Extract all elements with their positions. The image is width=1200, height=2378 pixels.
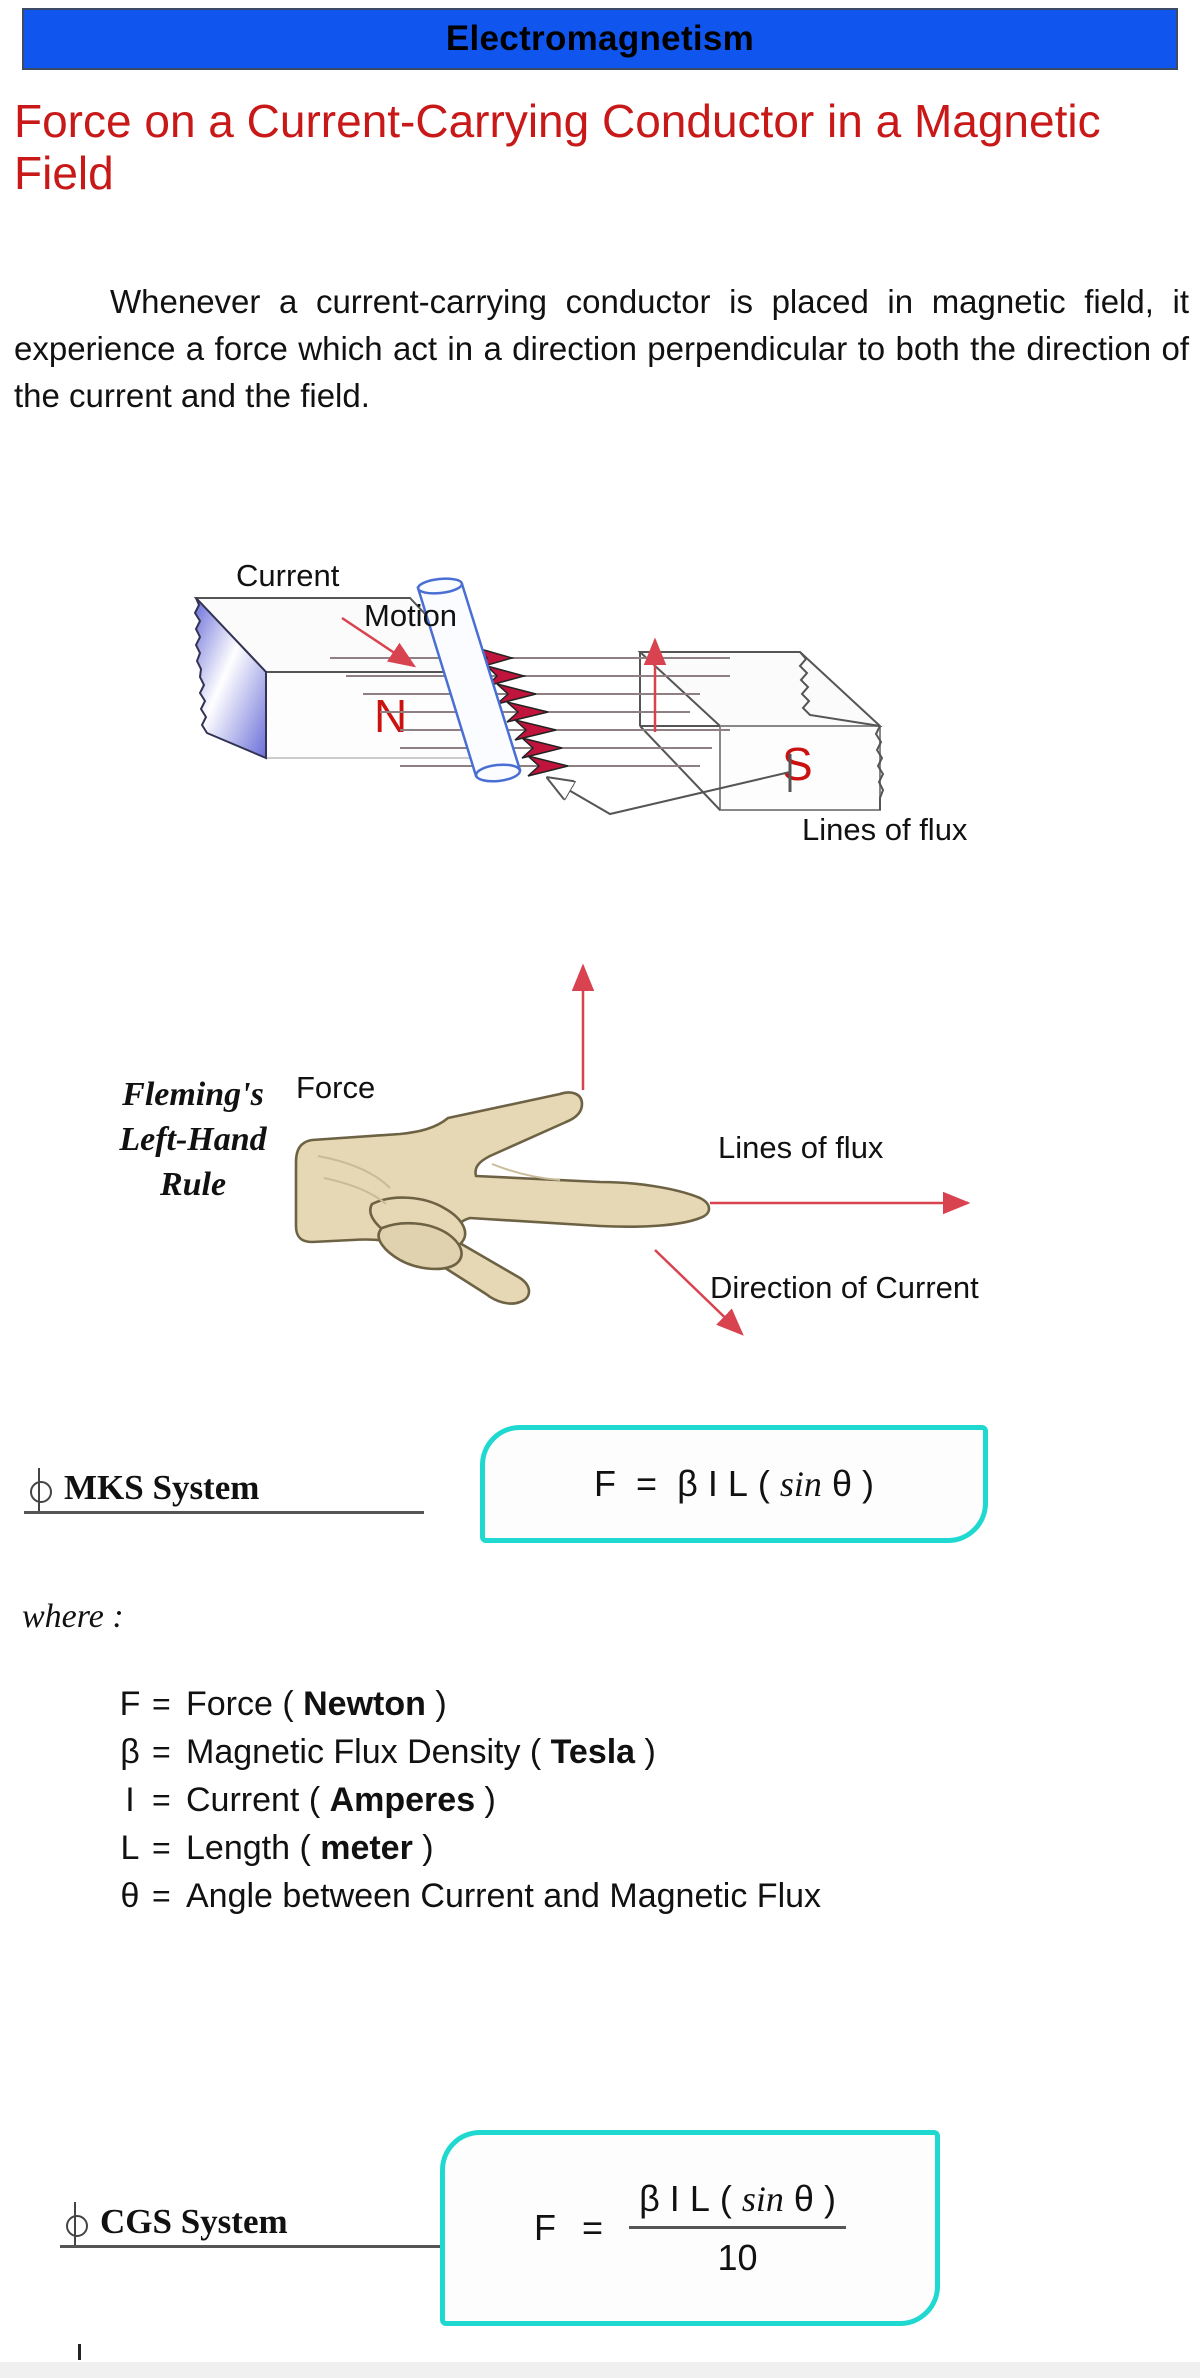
mks-l: L [727,1463,748,1504]
def-equals: = [152,1878,171,1914]
def-text: Angle between Current and Magnetic Flux [186,1877,822,1915]
mks-f: F [594,1463,617,1504]
page-title: Force on a Current-Carrying Conductor in… [14,95,1101,199]
mks-sin: sin [779,1464,822,1504]
mks-eq: = [636,1463,658,1504]
header-banner: Electromagnetism [22,8,1178,70]
def-equals: = [152,1686,171,1722]
cgs-formula-text: F = β I L ( sin θ ) 10 [534,2178,846,2279]
label-force: Force [296,1070,376,1105]
mks-i: I [707,1463,718,1504]
cgs-i: I [669,2177,680,2219]
mks-system-label: MKS System [24,1468,269,1512]
cgs-fraction-bar [629,2225,846,2229]
current-arrow-hand [654,1249,744,1336]
flux-arrowheads [474,646,569,777]
palm-creases [317,1155,561,1205]
def-text: Current ( Amperes ) [186,1781,496,1819]
mks-formula-box: F = β I L ( sin θ ) [480,1425,988,1543]
hand-diagram-svg [294,963,971,1336]
def-text: Length ( meter ) [186,1829,434,1867]
label-current: Current [236,558,340,593]
fleming-hand-diagram: Force Lines of flux Direction of Current [0,960,1200,1380]
mks-theta: θ [831,1463,852,1504]
banner-title: Electromagnetism [445,19,755,58]
mks-system-text: MKS System [64,1468,260,1507]
conductor-rod [416,577,522,783]
cgs-numerator: β I L ( sin θ ) [629,2178,846,2226]
def-equals: = [152,1830,171,1866]
left-hand-illustration [294,1091,711,1305]
cgs-denominator: 10 [717,2236,758,2278]
cgs-underline [60,2245,460,2248]
def-symbol: θ [120,1877,140,1915]
definition-row: L = Length ( meter ) [108,1829,1168,1877]
mks-bullet-marker [24,1468,54,1512]
mks-formula-text: F = β I L ( sin θ ) [594,1463,874,1505]
cgs-formula-box: F = β I L ( sin θ ) 10 [440,2130,940,2326]
label-lines-of-flux-magnet: Lines of flux [802,812,968,847]
magnet-conductor-diagram: N S [0,540,1200,980]
fleming-line-2: Left-Hand [119,1121,267,1159]
mks-close-paren: ) [861,1463,874,1504]
mks-underline [24,1511,424,1514]
where-label: where : [22,1598,124,1635]
def-symbol: L [120,1829,140,1867]
def-text: Magnetic Flux Density ( Tesla ) [186,1733,656,1771]
def-symbol: F [119,1685,141,1723]
fleming-line-1: Fleming's [122,1076,264,1113]
flux-leader-line [548,771,791,816]
label-direction-of-current: Direction of Current [710,1270,979,1305]
cgs-bullet-marker [60,2202,90,2246]
def-text: Force ( Newton ) [186,1685,447,1723]
symbol-definitions-list: F = Force ( Newton ) β = Magnetic Flux D… [108,1685,1168,1925]
cgs-f: F [534,2207,557,2248]
definition-row: θ = Angle between Current and Magnetic F… [108,1877,1168,1925]
def-symbol: I [125,1781,135,1819]
mks-beta: β [677,1463,698,1504]
cgs-l: L [689,2177,710,2219]
fleming-rule-caption: Fleming's Left-Hand Rule [78,1072,308,1208]
definition-row: F = Force ( Newton ) [108,1685,1168,1733]
cgs-eq: = [582,2207,604,2248]
definition-row: I = Current ( Amperes ) [108,1781,1168,1829]
def-symbol: β [120,1733,140,1771]
label-motion: Motion [364,598,458,633]
def-equals: = [152,1782,171,1818]
cgs-system-text: CGS System [100,2202,288,2241]
magnet-diagram-svg: N S [193,577,885,816]
fleming-line-3: Rule [159,1166,227,1204]
definition-row: β = Magnetic Flux Density ( Tesla ) [108,1733,1168,1781]
north-pole-letter: N [374,690,407,742]
cgs-beta: β [639,2177,660,2219]
label-lines-of-flux-hand: Lines of flux [718,1130,884,1165]
cgs-system-label: CGS System [60,2202,298,2246]
bottom-strip [0,2362,1200,2378]
cgs-fraction: β I L ( sin θ ) 10 [629,2178,846,2279]
bottom-tick-mark [78,2344,81,2360]
cgs-open-paren: ( [719,2177,732,2219]
intro-paragraph: Whenever a current-carrying conductor is… [14,283,1189,415]
cgs-theta: θ [793,2177,814,2219]
mks-open-paren: ( [757,1463,770,1504]
cgs-close-paren: ) [823,2177,836,2219]
south-pole-letter: S [782,738,813,790]
cgs-sin: sin [741,2178,784,2219]
def-equals: = [152,1734,171,1770]
current-leader-arrow [341,616,417,668]
